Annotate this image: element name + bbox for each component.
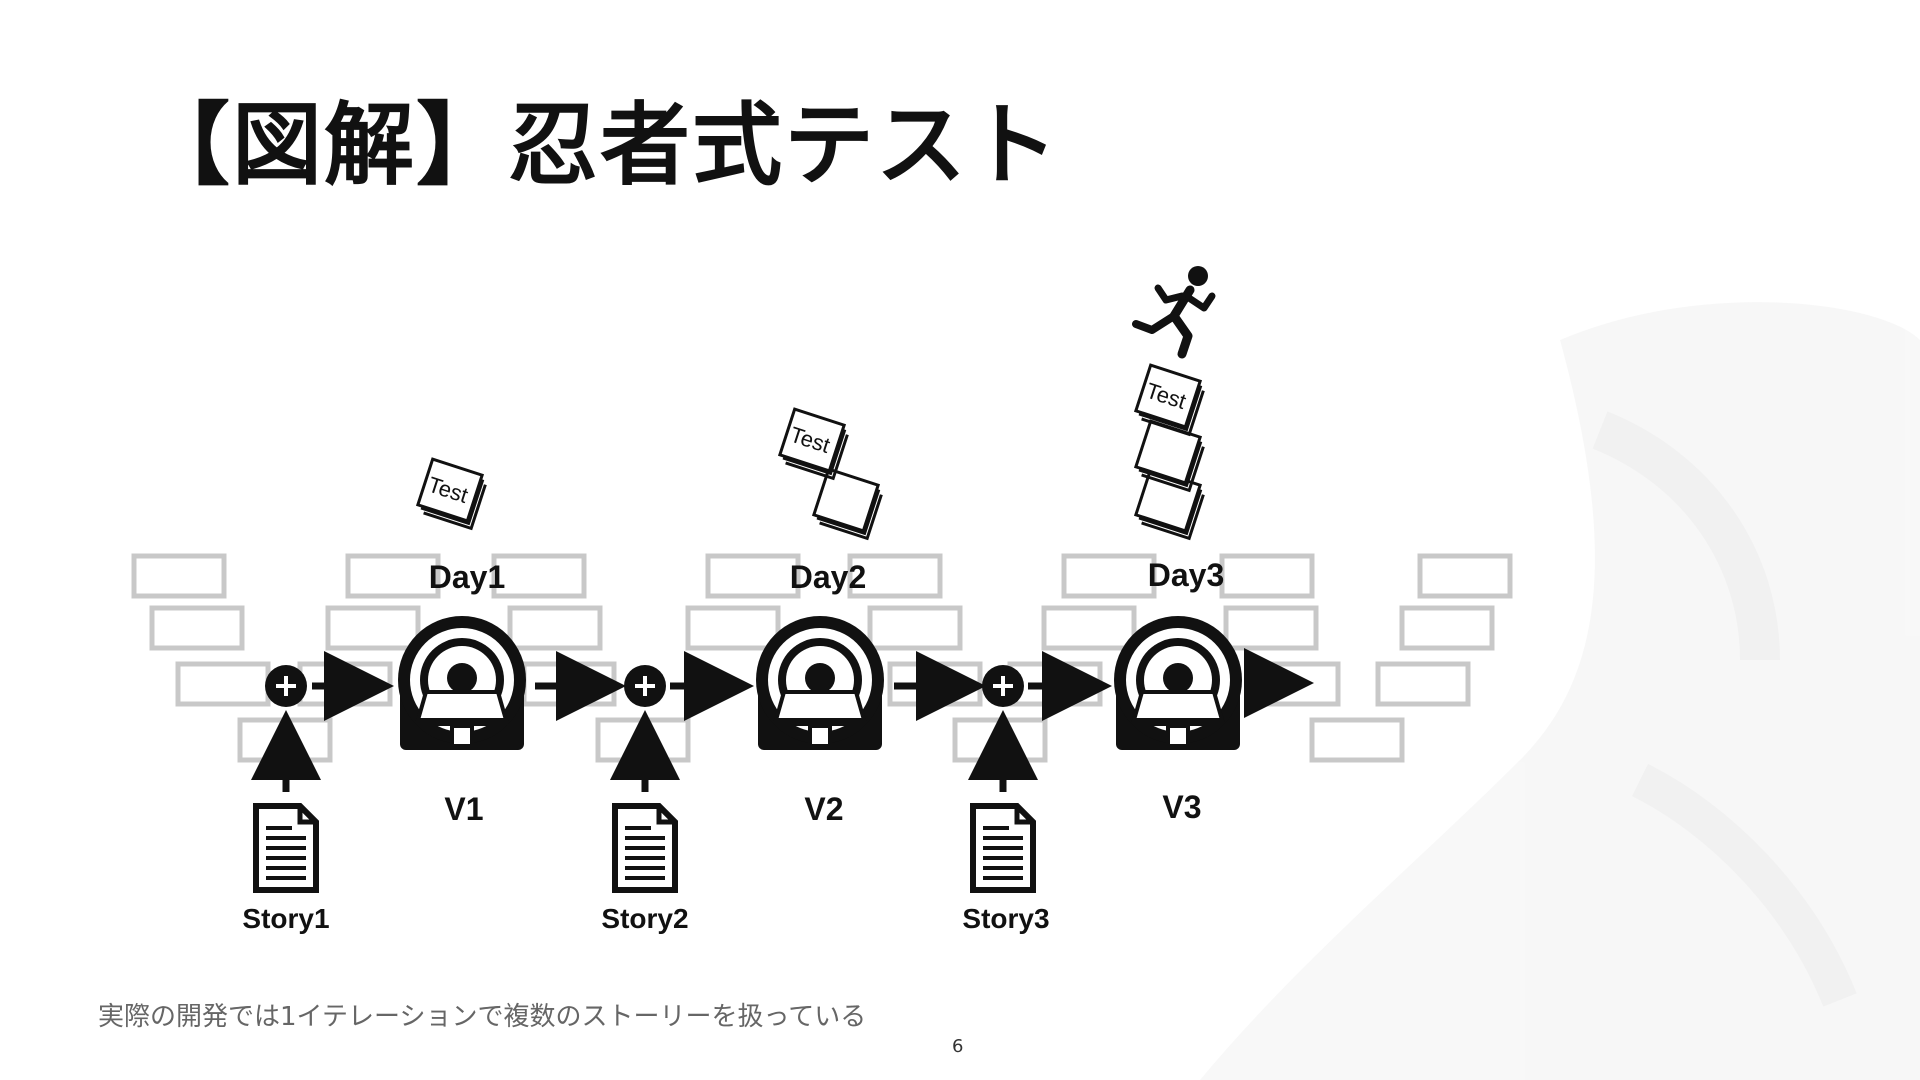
story-label: Story2: [601, 903, 688, 934]
brick: [1417, 553, 1513, 599]
slide-title: 【図解】忍者式テスト: [140, 93, 1060, 198]
test-paper-stack-icon: Test: [1132, 363, 1208, 540]
plus-circle-icon: [263, 663, 309, 709]
running-person-icon: [1136, 266, 1212, 354]
day-label: Day3: [1148, 557, 1225, 593]
day-label: Day2: [790, 559, 867, 595]
slide-caption: 実際の開発では1イテレーションで複数のストーリーを扱っている: [98, 1002, 867, 1032]
plus-circle-icon: [622, 663, 668, 709]
brick: [685, 605, 781, 651]
brick-wall: [131, 553, 1513, 763]
page-number: 6: [952, 1036, 964, 1057]
brick: [847, 553, 943, 599]
document-icon: [256, 806, 316, 890]
brick: [1061, 553, 1157, 599]
version-label: V3: [1162, 789, 1201, 825]
test-paper-stack-icon: Test: [414, 457, 490, 530]
mri-scanner-icon: [1112, 614, 1244, 752]
brick: [175, 661, 271, 707]
watermark-emblem: [1200, 302, 1920, 1080]
mri-scanner-icon: [754, 614, 886, 752]
version-label: V1: [444, 791, 483, 827]
brick: [491, 553, 587, 599]
version-label: V2: [804, 791, 843, 827]
document-icon: [615, 806, 675, 890]
brick: [1041, 605, 1137, 651]
brick: [1245, 661, 1341, 707]
day-label: Day1: [429, 559, 506, 595]
brick: [867, 605, 963, 651]
brick: [325, 605, 421, 651]
brick: [1309, 717, 1405, 763]
plus-circle-icon: [980, 663, 1026, 709]
brick: [149, 605, 245, 651]
mri-scanner-icon: [396, 614, 528, 752]
brick: [1223, 605, 1319, 651]
document-icon: [973, 806, 1033, 890]
brick: [507, 605, 603, 651]
brick: [1399, 605, 1495, 651]
flow-arrows: [251, 648, 1314, 792]
story-label: Story3: [962, 903, 1049, 934]
brick: [1219, 553, 1315, 599]
brick: [345, 553, 441, 599]
brick: [705, 553, 801, 599]
story-label: Story1: [242, 903, 329, 934]
brick: [1375, 661, 1471, 707]
test-paper-stack-icon: Test: [776, 407, 886, 540]
brick: [131, 553, 227, 599]
